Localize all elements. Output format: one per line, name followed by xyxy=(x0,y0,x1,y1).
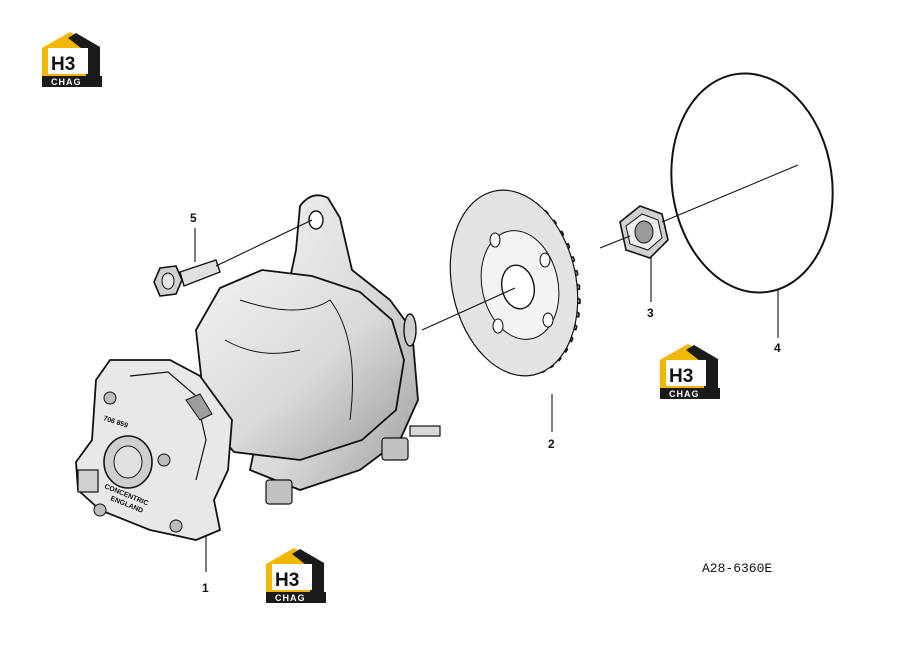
logo-middle-right: H3 CHAG xyxy=(660,344,720,399)
figure-reference: A28-6360E xyxy=(702,561,772,576)
logo-word: CHAG xyxy=(51,77,82,87)
logo-letters: H3 xyxy=(51,54,75,75)
leader-lines xyxy=(194,164,799,572)
callout-1: 1 xyxy=(202,581,209,595)
callout-2: 2 xyxy=(548,437,555,451)
callout-5: 5 xyxy=(190,211,197,225)
callout-4: 4 xyxy=(774,341,781,355)
bolt-part-5 xyxy=(153,259,221,297)
logo-letters: H3 xyxy=(275,570,299,591)
pump-assembly-part-1: 706 859 CONCENTRIC ENGLAND xyxy=(75,194,441,541)
callout-3: 3 xyxy=(647,306,654,320)
logo-bottom-center: H3 CHAG xyxy=(266,548,326,603)
logo-word: CHAG xyxy=(275,593,306,603)
gear-part-2 xyxy=(449,189,581,377)
nut-part-3 xyxy=(619,205,669,259)
logo-word: CHAG xyxy=(669,389,700,399)
o-ring-part-4 xyxy=(670,72,834,294)
logo-top-left: H3 CHAG xyxy=(42,32,102,87)
logo-letters: H3 xyxy=(669,366,693,387)
